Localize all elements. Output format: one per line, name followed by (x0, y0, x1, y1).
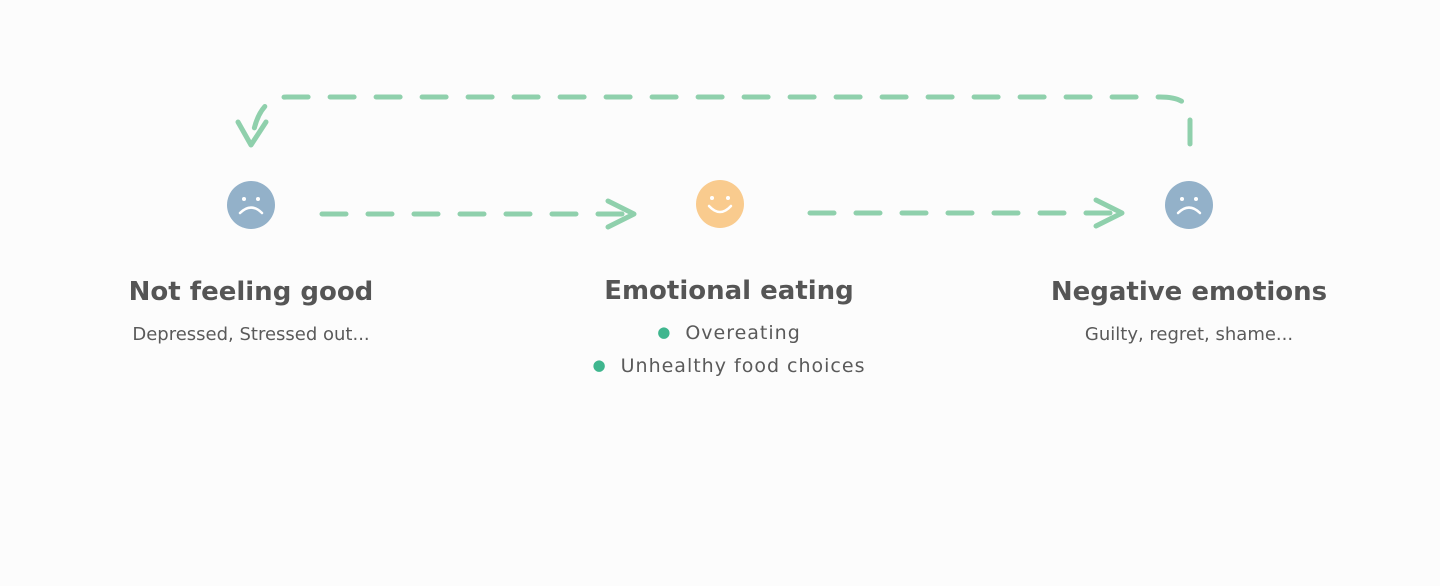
stage-description-not-feeling-good: Depressed, Stressed out... (132, 324, 370, 345)
bullet-icon: ● (657, 323, 672, 341)
happy-face-icon (696, 180, 744, 228)
stage-title-emotional-eating: Emotional eating (604, 276, 854, 306)
list-item: ●Unhealthy food choices (592, 355, 866, 377)
stage-title-negative-emotions: Negative emotions (1050, 277, 1328, 307)
sad-face-icon (227, 181, 275, 229)
list-item: ●Overeating (657, 322, 801, 344)
arrow-not-feeling-good-to-emotional-eating (319, 198, 637, 230)
stage-description-negative-emotions: Guilty, regret, shame... (1084, 324, 1294, 345)
sad-face-icon (1165, 181, 1213, 229)
emotional-eating-list: ●Overeating ●Unhealthy food choices (539, 317, 919, 383)
arrow-negative-emotions-to-not-feeling-good (235, 94, 1193, 148)
arrow-emotional-eating-to-negative-emotions (807, 197, 1125, 229)
stage-title-not-feeling-good: Not feeling good (128, 277, 374, 307)
bullet-icon: ● (592, 356, 607, 374)
